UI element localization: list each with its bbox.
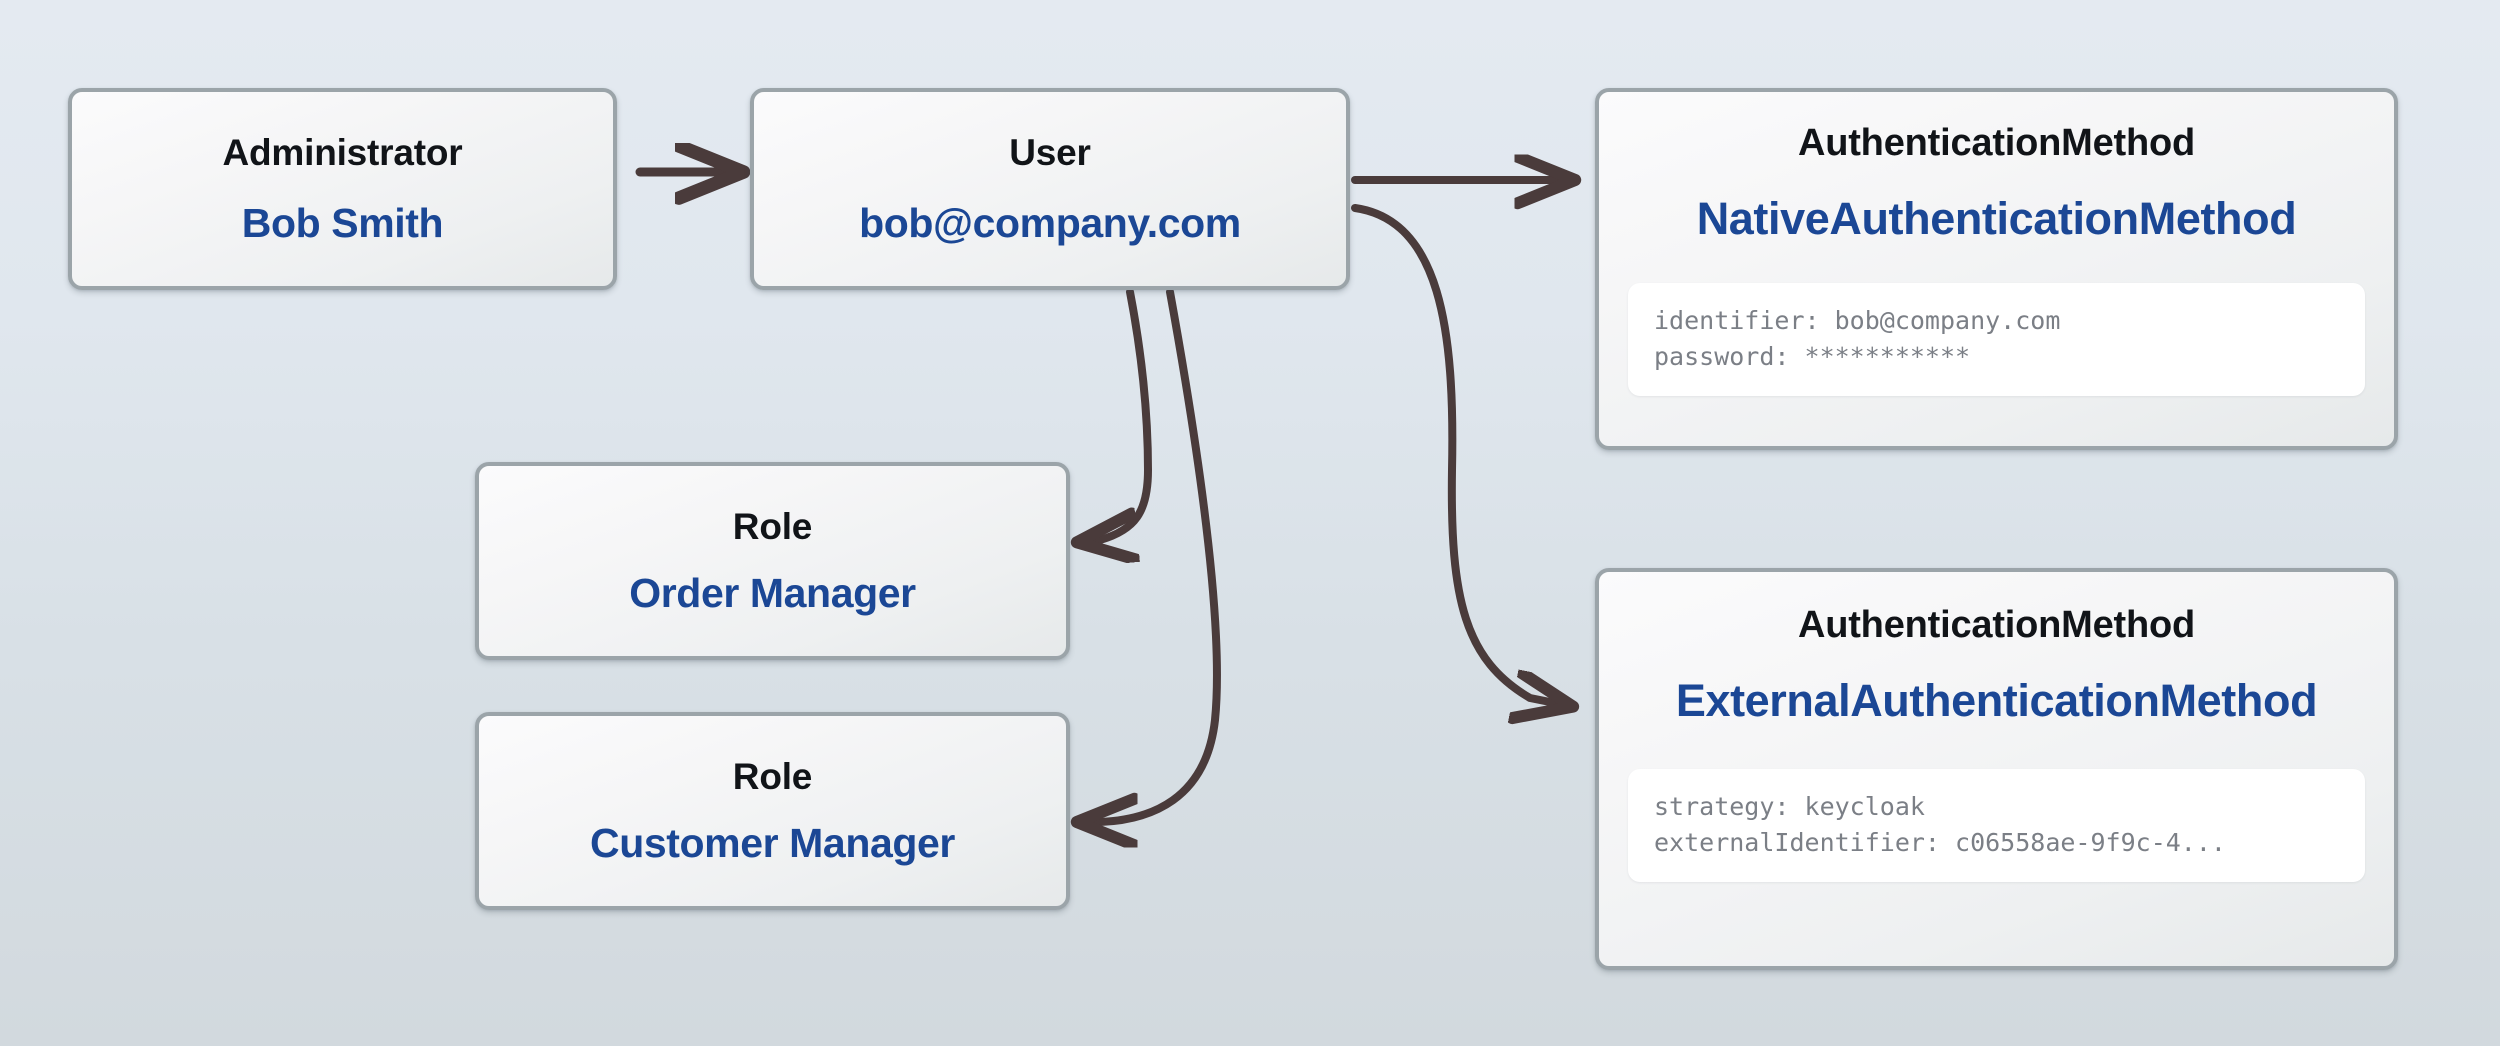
node-administrator[interactable]: Administrator Bob Smith [68,88,617,290]
edge-user-to-order-role [1080,288,1153,542]
node-external-auth-type: AuthenticationMethod [1797,604,2196,646]
edge-user-to-customer-role [1080,288,1221,822]
property-password: password: *********** [1654,341,1971,371]
node-role-customer-manager-type: Role [732,755,813,797]
node-native-auth-type: AuthenticationMethod [1797,122,2196,164]
property-identifier: identifier: bob@company.com [1654,306,2061,335]
node-external-authentication-method[interactable]: AuthenticationMethod ExternalAuthenticat… [1595,568,2398,970]
node-user[interactable]: User bob@company.com [750,88,1350,290]
node-role-order-manager[interactable]: Role Order Manager [475,462,1070,660]
node-role-order-manager-type: Role [732,505,813,547]
external-auth-properties: strategy: keycloak externalIdentifier: c… [1628,769,2365,882]
property-strategy: strategy: keycloak [1654,792,1925,821]
node-external-auth-name: ExternalAuthenticationMethod [1675,675,2318,726]
node-role-customer-manager-name: Customer Manager [590,819,955,866]
node-administrator-type: Administrator [222,131,463,173]
node-user-name: bob@company.com [859,199,1241,246]
node-role-customer-manager[interactable]: Role Customer Manager [475,712,1070,910]
node-administrator-name: Bob Smith [241,199,444,246]
native-auth-properties: identifier: bob@company.com password: **… [1628,283,2365,396]
edge-user-to-external-auth [1351,204,1570,706]
node-native-authentication-method[interactable]: AuthenticationMethod NativeAuthenticatio… [1595,88,2398,450]
property-external-identifier: externalIdentifier: c06558ae-9f9c-4... [1654,827,2226,857]
node-role-order-manager-name: Order Manager [629,569,916,616]
node-native-auth-name: NativeAuthenticationMethod [1696,193,2297,244]
node-user-type: User [1009,131,1091,173]
